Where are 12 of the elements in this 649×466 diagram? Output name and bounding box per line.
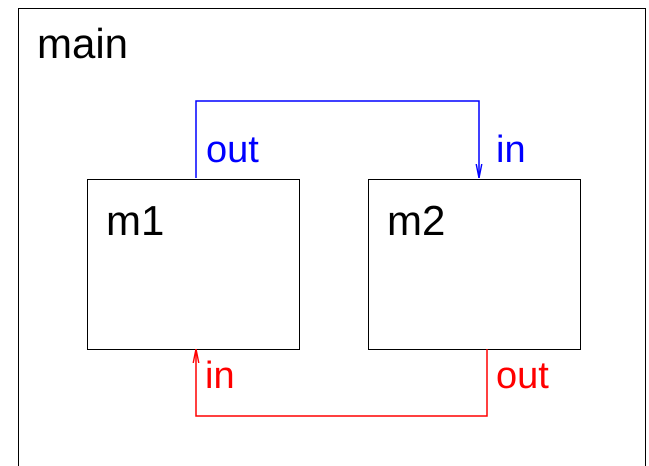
port-label: in [496, 131, 526, 169]
connector-arrow [192, 348, 488, 417]
port-label: out [496, 357, 549, 395]
module-name: main [37, 23, 128, 65]
module-box [87, 179, 300, 350]
port-label: out [206, 131, 259, 169]
module-name: m2 [387, 200, 446, 242]
port-label: in [205, 357, 235, 395]
module-frame [18, 8, 646, 466]
module-box [368, 179, 581, 350]
connector-arrow [195, 100, 482, 179]
module-name: m1 [106, 200, 164, 242]
